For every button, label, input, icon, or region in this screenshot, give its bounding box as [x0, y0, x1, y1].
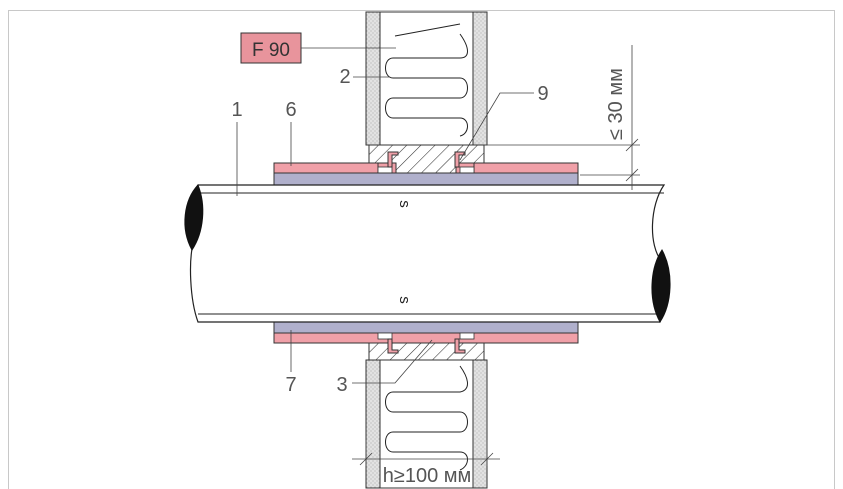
- collar-lower: [273, 332, 579, 344]
- pipe-break-left: [184, 184, 204, 251]
- pipe-wall-symbol-top: s: [396, 200, 413, 208]
- insulation-upper-coil: [385, 23, 468, 137]
- collar-lower-inner-right-pad: [459, 332, 475, 340]
- label-collar-bottom: 7: [285, 374, 296, 396]
- dimension-projection-label: ≤ 30 мм: [605, 68, 627, 140]
- wall-lower: [365, 359, 488, 489]
- pipe-wall-symbol-bottom: s: [396, 296, 413, 304]
- wrap-upper: [273, 172, 579, 186]
- pipe-break-right: [651, 249, 671, 323]
- fixing-bracket-lower-left: [387, 338, 399, 354]
- collar-upper-inner-right-pad: [459, 166, 475, 174]
- pipe: [184, 184, 671, 323]
- wall-board-lower-left: [365, 359, 381, 489]
- label-sealant: 3: [336, 374, 347, 396]
- label-fixing: 9: [537, 83, 548, 105]
- wall-board-upper-right: [472, 11, 488, 146]
- leader-sealant: [352, 339, 433, 384]
- wrap-lower: [273, 321, 579, 334]
- label-pipe: 1: [231, 99, 242, 121]
- wall-board-upper-left: [365, 11, 381, 146]
- fixing-bracket-lower-right: [454, 338, 466, 354]
- collar-upper-inner-left-pad: [377, 166, 393, 174]
- leader-fixing: [459, 92, 534, 161]
- wall-board-lower-right: [472, 359, 488, 489]
- label-collar-top: 6: [285, 99, 296, 121]
- dimension-projection: ≤ 30 мм: [484, 45, 640, 190]
- pipe-body: [188, 184, 667, 323]
- wall-upper: [365, 11, 488, 146]
- fixing-bracket-upper-left: [387, 151, 399, 168]
- fire-rating-label: F 90: [252, 40, 290, 61]
- collar-lower-inner-left-pad: [377, 332, 393, 340]
- label-wall: 2: [339, 66, 350, 88]
- dimension-wall-thickness-label: h≥100 мм: [383, 465, 472, 487]
- dimension-wall-thickness: h≥100 мм: [352, 440, 500, 487]
- insulation-lower-coil: [385, 365, 468, 471]
- insulation-lower: [379, 359, 474, 489]
